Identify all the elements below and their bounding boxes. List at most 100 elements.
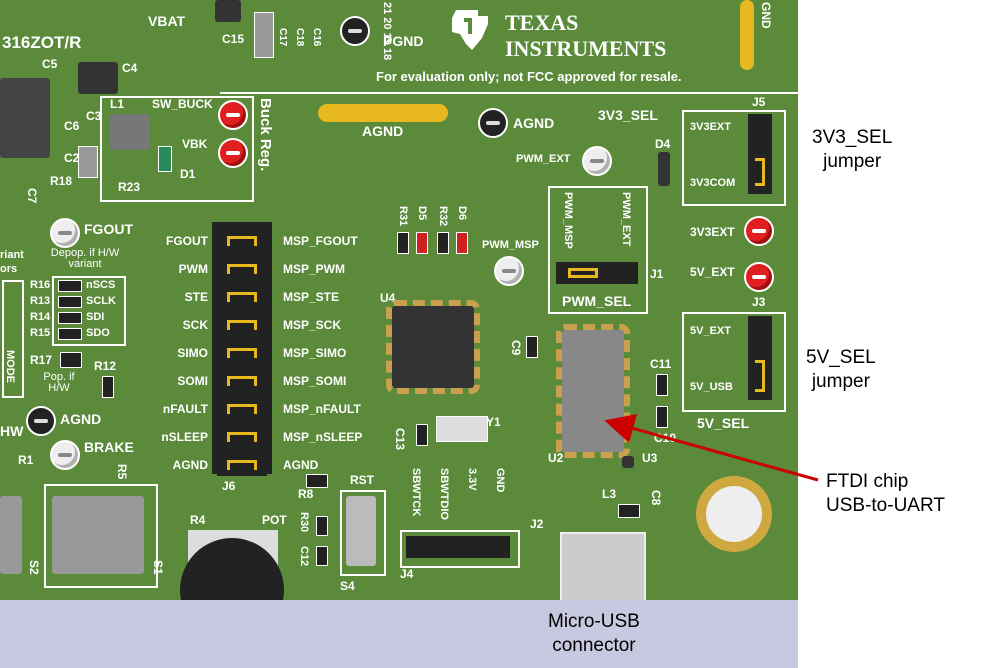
j4-label: J4 (400, 567, 414, 581)
rst-label: RST (350, 473, 374, 487)
buck-outline (100, 96, 254, 202)
r4-label: R4 (190, 513, 206, 527)
part-number-label: 316ZOT/R (2, 33, 82, 52)
j4-pin-label: 3.3V (466, 468, 478, 491)
s2-switch (0, 496, 22, 574)
3v3ext-testpoint (744, 216, 774, 246)
j6-jumper-row (217, 398, 267, 420)
brake-testpoint (50, 440, 80, 470)
j6-right-label: MSP_STE (283, 290, 340, 304)
pgnd-label: PGND (383, 33, 424, 49)
j5-ext-label: 3V3EXT (690, 121, 731, 133)
j4-pin-label: SBWTDIO (438, 468, 450, 520)
res-resistor (58, 328, 82, 340)
c4-inductor (78, 62, 118, 94)
d6-led (456, 232, 468, 254)
c13-cap (416, 424, 428, 446)
j3-outline (682, 312, 786, 412)
5vext-tp-label: 5V_EXT (690, 265, 735, 279)
j5-outline (682, 110, 786, 206)
j6-right-label: MSP_PWM (283, 262, 346, 276)
mode-outline (2, 280, 24, 398)
r23-label: R23 (118, 180, 141, 194)
j3-title: 5V_SEL (697, 415, 750, 431)
j4-pin-label: GND (494, 468, 506, 493)
j6-right-label: MSP_nSLEEP (283, 430, 363, 444)
agnd-left-testpoint (26, 406, 56, 436)
c9-label: C9 (509, 340, 523, 356)
fgout-tp-label: FGOUT (84, 221, 133, 237)
s2-label: S2 (27, 560, 41, 575)
l3-inductor (618, 504, 640, 518)
j3-ext-label: 5V_EXT (690, 325, 731, 337)
j1-header (556, 262, 638, 284)
c13-label: C13 (393, 428, 407, 451)
c15-cap (254, 12, 274, 58)
logo-line1: TEXAS (505, 10, 579, 35)
brake-label: BRAKE (84, 439, 134, 455)
r5-label: R5 (115, 464, 129, 480)
j6-right-label: AGND (283, 458, 319, 472)
sw-buck-testpoint (218, 100, 248, 130)
res-signal-label: SDI (86, 311, 105, 323)
j1-label: J1 (650, 267, 664, 281)
c11-cap (656, 374, 668, 396)
u2-label: U2 (548, 451, 564, 465)
d6-label: D6 (456, 206, 468, 221)
rst-button (346, 496, 376, 566)
top-right-bar (740, 0, 754, 70)
pot-label: POT (262, 513, 287, 527)
pin-numbers: 21 20 19 18 (381, 2, 393, 61)
u4-label: U4 (380, 291, 396, 305)
sw-buck-label: SW_BUCK (152, 97, 213, 111)
buck-ic (0, 78, 50, 158)
r8-label: R8 (298, 487, 314, 501)
l3-label: L3 (602, 487, 617, 501)
j6-jumper-row (217, 370, 267, 392)
j6-jumper-row (217, 454, 267, 476)
d5-label: D5 (416, 206, 428, 221)
c16-label: C16 (311, 28, 322, 47)
s4-label: S4 (340, 579, 355, 593)
r32-resistor (437, 232, 449, 254)
j5-com-label: 3V3COM (690, 177, 736, 189)
5vext-testpoint (744, 262, 774, 292)
j6-right-label: MSP_SOMI (283, 374, 347, 388)
j3-usb-label: 5V_USB (690, 381, 733, 393)
pcb-board: VBAT C15 C17 C18 C16 PGND 21 20 19 18 31… (0, 0, 798, 642)
s1-switch (52, 496, 144, 574)
agnd-left-label: AGND (60, 411, 102, 427)
j6-right-label: MSP_SCK (283, 318, 342, 332)
j1-title: PWM_SEL (562, 293, 632, 309)
res-ref-label: R14 (30, 311, 51, 323)
j6-left-label: nFAULT (162, 402, 208, 416)
d5-led (416, 232, 428, 254)
variant-text: riant (0, 249, 24, 261)
y1-label: Y1 (486, 415, 501, 429)
j6-left-label: AGND (172, 458, 208, 472)
j6-jumper-row (217, 342, 267, 364)
pwm-ext-label: PWM_EXT (516, 153, 571, 165)
j3-header (748, 316, 772, 400)
j6-left-label: PWM (178, 262, 208, 276)
j6-jumper-row (217, 286, 267, 308)
divider-line (220, 92, 798, 94)
j6-left-label: STE (184, 290, 208, 304)
gnd-right-label: GND (759, 2, 773, 29)
vbat-label: VBAT (148, 13, 186, 29)
c2-cap (78, 146, 98, 178)
c12-label: C12 (298, 546, 310, 567)
agnd-testpoint (478, 108, 508, 138)
pwm-msp-tp-label: PWM_MSP (482, 239, 539, 251)
c9-cap (526, 336, 538, 358)
res-resistor (58, 280, 82, 292)
j4-outline (400, 530, 520, 568)
s1-label: S1 (151, 560, 165, 575)
fgout-testpoint (50, 218, 80, 248)
r17-resistor (60, 352, 82, 368)
j5-title: 3V3_SEL (598, 107, 658, 123)
j6-right-label: MSP_SIMO (283, 346, 347, 360)
